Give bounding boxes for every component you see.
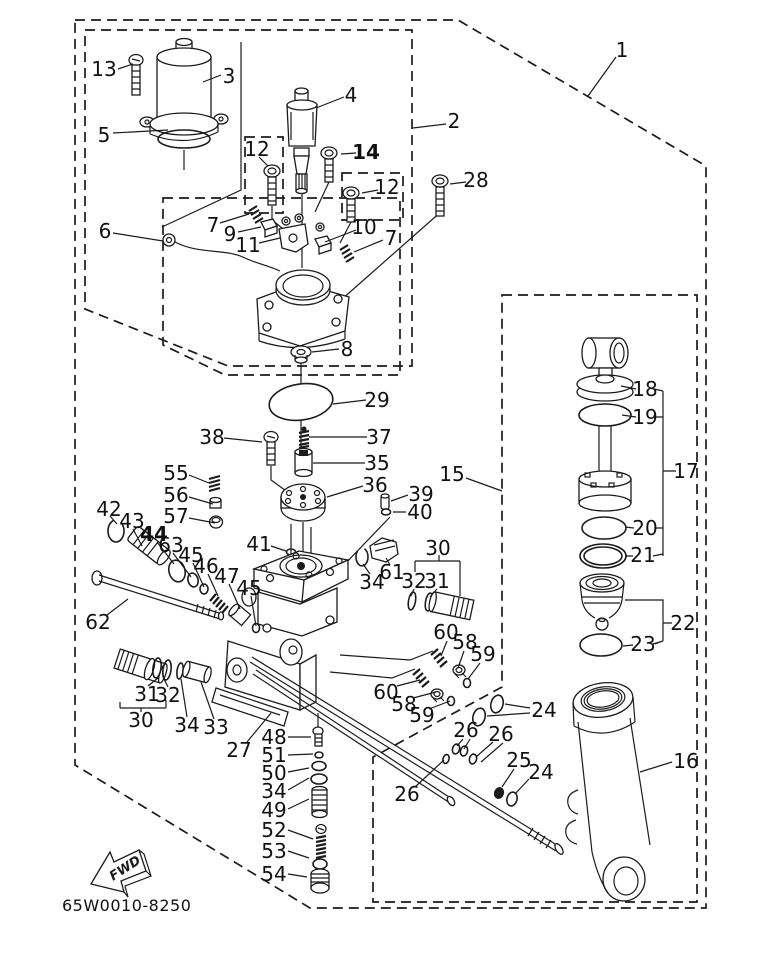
screw-38 (263, 430, 279, 466)
spring-60-upper (430, 648, 448, 668)
drawing-part-code: 65W0010-8250 (62, 896, 192, 915)
back-up-ring-21 (579, 543, 627, 569)
drive-coupling-4 (286, 87, 318, 195)
o-ring-51 (314, 751, 324, 759)
screw-28 (431, 174, 449, 217)
callout-leader-lines (106, 56, 676, 878)
main-valve-body (224, 550, 351, 712)
valve-spring-7-right (339, 244, 355, 263)
pump-rotor-36 (280, 483, 326, 522)
spring-37 (298, 426, 310, 450)
screw-58-upper (452, 664, 467, 679)
washer-45-left (199, 583, 209, 595)
o-ring-63 (187, 572, 199, 588)
trim-motor (139, 37, 229, 142)
screw-13 (128, 53, 144, 96)
motor-pump-box (84, 29, 413, 367)
plug-49 (311, 785, 328, 819)
motor-o-ring-5 (157, 129, 211, 149)
bushing-35 (294, 447, 313, 478)
screw-12-right (342, 186, 360, 223)
valve-43 (127, 526, 171, 566)
o-ring-50 (311, 760, 327, 772)
pin-25 (493, 787, 505, 799)
valve-52 (315, 823, 327, 860)
plug-54 (310, 868, 330, 894)
gear-pump-body (256, 269, 350, 349)
snap-ring-34-right (355, 547, 369, 567)
free-piston-22 (579, 573, 625, 631)
o-ring-44 (167, 559, 187, 583)
tilt-shaft-short (252, 669, 456, 807)
o-ring-23 (579, 633, 623, 657)
o-rings-26 (442, 743, 478, 765)
valve-pin-48 (312, 726, 324, 747)
ground-lead-6 (162, 233, 281, 272)
snap-ring-42 (107, 519, 125, 543)
o-ring-40 (380, 508, 392, 516)
o-ring-32-right (407, 591, 417, 611)
o-ring-29 (268, 382, 334, 422)
o-ring-32-left (162, 659, 172, 681)
valve-spring-7-left (248, 205, 264, 224)
plug-33 (182, 660, 212, 684)
valve-seat-10 (314, 222, 332, 255)
rod-62 (91, 570, 225, 621)
outer-assembly-box (74, 19, 707, 909)
cap-57 (208, 515, 224, 529)
tilt-shaft-long (249, 656, 564, 855)
spring-55 (208, 474, 221, 493)
pump-sub-box (162, 197, 401, 376)
fwd-arrow-icon: FWD (89, 849, 152, 898)
spring-60-lower (412, 668, 430, 688)
nut-56 (209, 496, 222, 509)
washer-8 (290, 345, 312, 364)
washer-59-lower (446, 695, 456, 707)
valve-bracket-11 (278, 213, 309, 253)
spring-46 (209, 593, 229, 614)
piston-rod-assembly (576, 337, 634, 512)
o-ring-20 (581, 516, 627, 540)
o-rings-24 (471, 694, 518, 807)
o-ring-34-bottom (310, 773, 328, 785)
tilt-cylinder-16 (565, 682, 651, 902)
screw-14 (320, 146, 338, 183)
pin-39 (380, 493, 390, 510)
valve-30-right (428, 591, 475, 621)
washer-59-upper (462, 677, 472, 689)
hex-plug-61 (369, 537, 399, 563)
o-ring-53 (312, 858, 328, 870)
tilt-cylinder-box (372, 294, 698, 903)
o-ring-31-left (152, 657, 162, 679)
valve-seat-9 (260, 218, 278, 238)
assembly-boundary-boxes (74, 19, 707, 909)
screw-12-box-right (341, 172, 404, 221)
anode-bracket-27 (211, 687, 289, 727)
screw-12-box-left (244, 136, 284, 214)
screw-58-lower (430, 688, 445, 703)
screw-12-left (263, 164, 281, 206)
